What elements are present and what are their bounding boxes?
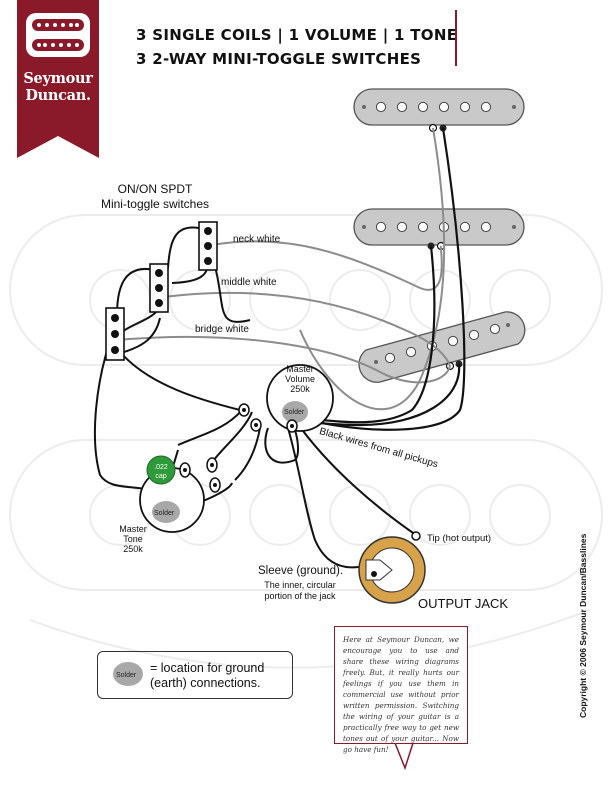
bridge-switch	[105, 307, 125, 361]
jack-tip-label: Tip (hot output)	[427, 533, 492, 544]
output-jack	[358, 531, 426, 604]
volume-label-line1: Master	[286, 364, 314, 374]
diagram-subtitle: 3 2-WAY MINI-TOGGLE SWITCHES	[136, 50, 422, 68]
middle-wire-label: middle white	[221, 277, 277, 288]
cap-value: .022	[154, 464, 168, 471]
jack-sleeve-label: Sleeve (ground).	[258, 565, 344, 577]
usage-note: Here at Seymour Duncan, we encourage you…	[334, 626, 468, 754]
tone-pot	[139, 457, 221, 533]
switch-heading-line2: Mini-toggle switches	[100, 197, 210, 211]
neck-wire-label: neck white	[233, 234, 281, 245]
legend-box	[97, 651, 293, 699]
bridge-pickup	[358, 311, 526, 383]
tone-capacitor	[146, 449, 179, 485]
copyright: Copyright © 2006 Seymour Duncan/Bassline…	[578, 533, 588, 718]
volume-value: 250k	[290, 384, 310, 394]
diagram-title: 3 SINGLE COILS | 1 VOLUME | 1 TONE	[136, 26, 458, 44]
volume-label-line2: Volume	[284, 374, 316, 384]
note-pointer	[394, 742, 414, 771]
middle-switch	[149, 263, 169, 313]
output-jack-label: OUTPUT JACK	[418, 596, 509, 611]
legend-solder-icon	[113, 662, 143, 686]
title-divider	[455, 10, 457, 66]
tone-solder-label: Solder	[154, 510, 175, 517]
brand-name-line1: Seymour	[23, 70, 93, 87]
legend-text-line1: = location for ground	[150, 661, 265, 675]
jack-sleeve-note-line2: portion of the jack	[264, 591, 336, 601]
middle-pickup	[353, 208, 525, 251]
tone-label-line2: Tone	[123, 534, 143, 544]
legend-text-line2: (earth) connections.	[150, 676, 261, 690]
volume-pot	[238, 364, 334, 433]
switch-heading-line1: ON/ON SPDT	[117, 182, 193, 196]
cap-label: cap	[155, 473, 166, 480]
white-wires	[116, 127, 451, 411]
neck-switch	[198, 221, 218, 271]
legend-solder-label: Solder	[116, 672, 137, 679]
bridge-wire-label: bridge white	[195, 324, 249, 335]
tone-value: 250k	[123, 544, 143, 554]
seymour-duncan-logo	[17, 0, 99, 158]
jack-sleeve-note-line1: The inner, circular	[264, 580, 336, 590]
tone-label-line1: Master	[119, 524, 147, 534]
brand-name-line2: Duncan.	[25, 87, 91, 104]
volume-solder-label: Solder	[284, 409, 305, 416]
neck-pickup	[353, 88, 525, 133]
